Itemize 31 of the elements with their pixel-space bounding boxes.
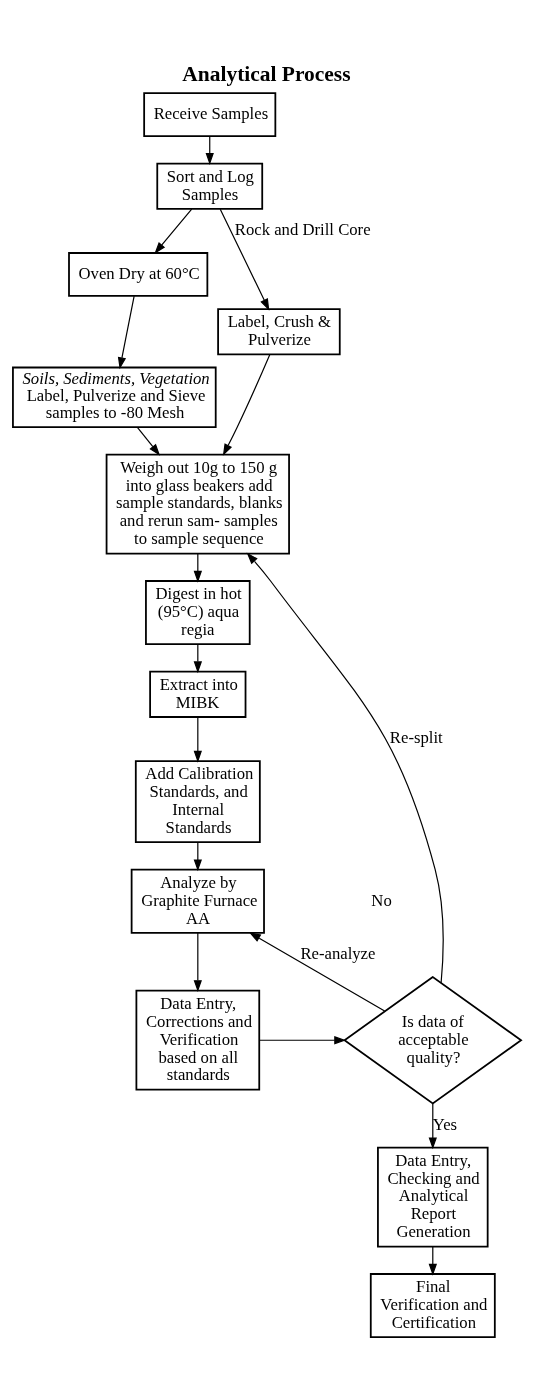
arrow [193,716,202,763]
edge-label: Re-split [389,727,443,747]
node-box: Digest in hot (95°C) aqua regia [145,579,251,645]
node-box: Soils, Sediments, Vegetation Label, Pulverize and Sieve samples to -80 Mesh [12,366,217,428]
edge-label: Yes [432,1114,458,1134]
node-box: Add Calibration Standards, and Internal Standards [134,759,261,843]
arrow [249,931,386,1012]
node-box: Extract into MIBK [149,670,247,718]
arrow [193,932,202,992]
arrow [137,426,161,456]
node-box: Receive Samples [143,91,277,137]
node-box: Data Entry, Corrections and Verification based on all standards [135,989,261,1091]
node-box: Label, Crush & Pulverize [217,307,341,355]
arrow [428,1102,437,1149]
arrow [222,353,271,456]
arrow [258,1035,347,1044]
arrow [154,207,193,254]
node-box: Sort and Log Samples [156,162,264,210]
node-box: Final Verification and Certification [369,1272,496,1338]
edge-label: Rock and Drill Core [234,219,371,239]
node-diamond: Is data of acceptable quality? [343,975,523,1105]
node-box: Data Entry, Checking and Analytical Report Generation [377,1146,489,1247]
node-box: Oven Dry at 60°C [68,251,209,297]
label: No [371,890,392,910]
node-box: Analyze by Graphite Furnace AA [130,868,265,934]
arrow [246,551,444,983]
arrow [117,295,135,369]
diagram-title: Analytical Process [182,61,351,86]
arrow [219,208,270,311]
node-box: Weigh out 10g to 150 g into glass beakers add sample standards, blanks and rerun sam- samples to sample sequence [105,453,290,554]
edge-label: Re-analyze [300,943,376,963]
